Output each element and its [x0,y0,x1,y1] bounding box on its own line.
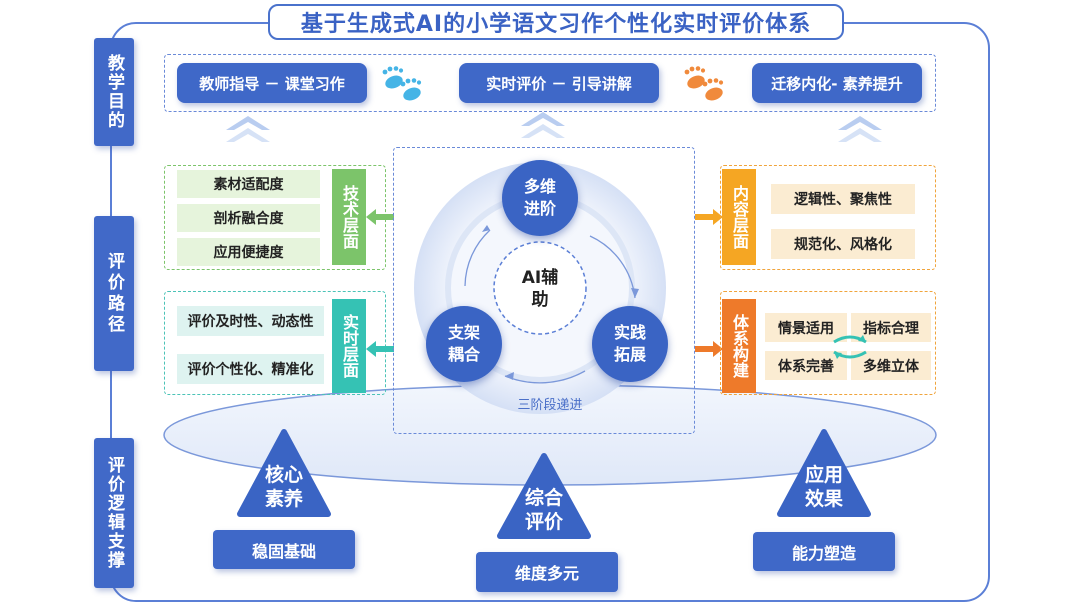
system-layer-container [720,291,936,395]
cycle-center-label: AI辅助 [500,264,580,314]
pillar-application-text: 应用效果 [804,464,843,510]
cycle-node-left-text: 支架耦合 [447,323,480,364]
goal-transfer: 迁移内化- 素养提升 [752,63,922,103]
goal-realtime-eval: 实时评价 － 引导讲解 [459,63,659,103]
footprints-orange-icon [684,66,724,101]
system-item-scenario: 情景适用 [765,313,847,342]
pillar-core-base: 稳固基础 [213,530,355,569]
side-label-goal: 教学目的 [94,38,134,146]
arrow-left-teal-icon [366,341,394,357]
realtime-item-timely: 评价及时性、动态性 [177,306,324,336]
realtime-item-personal: 评价个性化、精准化 [177,354,324,384]
side-label-path-text: 评价路径 [104,251,124,336]
arrow-right-orange-icon [695,209,723,225]
system-item-index: 指标合理 [851,313,931,342]
cycle-node-top-text: 多维进阶 [523,177,556,218]
content-item-style: 规范化、风格化 [771,229,915,259]
pillar-application-label: 应用效果 [784,463,864,511]
goals-container [164,54,936,112]
pillar-triangle-core [237,429,331,517]
pillar-core-label: 核心素养 [244,463,324,511]
tech-layer-label: 技术层面 [332,169,366,265]
side-label-logic-text: 评价逻辑支撑 [104,456,124,570]
cycle-caption: 三阶段递进 [517,398,583,413]
pillar-comprehensive-base: 维度多元 [476,552,618,592]
pillar-triangle-comprehensive [497,453,591,539]
tech-item-usability: 应用便捷度 [177,238,320,266]
cycle-container [393,147,695,434]
cycle-arrows-icon [833,335,867,359]
side-label-logic: 评价逻辑支撑 [94,438,134,588]
pillar-comprehensive-text: 综合评价 [524,487,563,533]
cycle-node-top: 多维进阶 [502,160,578,236]
system-layer-label-text: 体系构建 [730,314,749,378]
pillar-triangle-application [777,429,871,517]
tech-layer-label-text: 技术层面 [340,185,359,249]
system-item-complete: 体系完善 [765,351,847,380]
cycle-center-text: AI辅助 [521,268,559,310]
pillar-comprehensive-label: 综合评价 [504,486,584,534]
up-chevron-left-icon [226,116,270,142]
realtime-layer-label-text: 实时层面 [340,314,359,378]
pillar-application-base: 能力塑造 [753,532,895,571]
realtime-layer-container [164,291,386,395]
system-layer-label: 体系构建 [722,299,756,393]
tech-item-analysis: 剖析融合度 [177,204,320,232]
side-label-goal-text: 教学目的 [104,54,124,130]
up-chevron-center-icon [521,112,565,138]
up-chevron-right-icon [838,116,882,142]
diagram-title: 基于生成式AI的小学语文习作个性化实时评价体系 [268,4,844,40]
pillar-core-text: 核心素养 [264,464,303,510]
arrow-right-deeporange-icon [695,341,723,357]
content-layer-container [720,165,936,270]
side-label-path: 评价路径 [94,216,134,371]
system-item-multidim: 多维立体 [851,351,931,380]
cycle-node-right-text: 实践拓展 [613,323,646,364]
content-layer-label-text: 内容层面 [730,185,749,249]
cycle-node-left: 支架耦合 [426,306,502,382]
tech-item-material: 素材适配度 [177,170,320,198]
arrow-left-green-icon [366,209,394,225]
content-item-logic: 逻辑性、聚焦性 [771,184,915,214]
footprints-blue-icon [382,66,422,101]
content-layer-label: 内容层面 [722,169,756,265]
cycle-node-right: 实践拓展 [592,306,668,382]
realtime-layer-label: 实时层面 [332,299,366,393]
goal-teacher-guidance: 教师指导 － 课堂习作 [177,63,367,103]
